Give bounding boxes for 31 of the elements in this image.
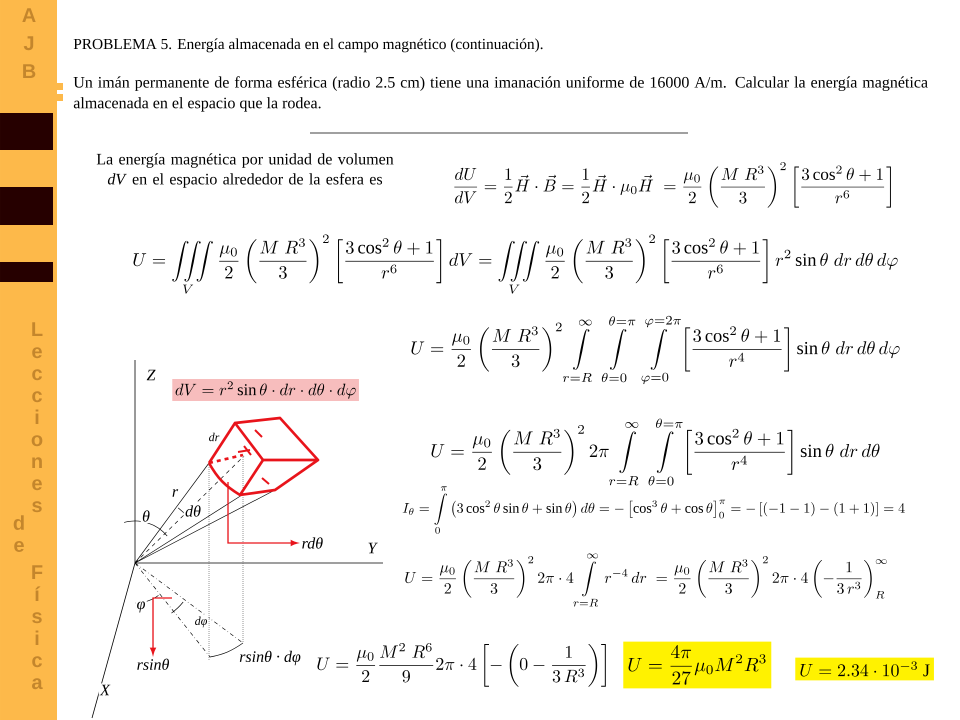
axis-label: dr [207, 431, 221, 443]
axis-label: X [98, 683, 112, 697]
problem-statement: Un imán permanente de forma esférica (radio 2.5 cm) tiene una imanación uniforme de 16000 A/m. Calcular la energía magnética almacenada en el espacio que la rodea. [74, 76, 928, 112]
explanation-text: La energía magnética por unidad de volumen dV en el espacio alrededor de la esfera es [96, 153, 394, 188]
formula: $U=\iiint\limits_V\frac{\mu_0}{2}\left(\frac{M\;R^3}{3}\right)^2\left[\frac{3\cos^2\theta+1}{r^6}\right]dV=\iiint\limits_V\frac{\mu_0}{2}\left(\frac{M\;R^3}{3}\right)^2\left[\frac{3\cos^2\theta+1}{r^6}\right]r^2\sin\theta\;dr\,d\theta\,d\varphi$ [134, 234, 898, 294]
leader-arrow [150, 597, 172, 655]
result-formula: $U=2.34\cdot10^{-3}\ \mathrm{J}$ [795, 658, 934, 680]
formula: $\frac{dU}{dV}=\frac{1}{2}\vec{H}\cdot\vec{B}=\frac{1}{2}\vec{H}\cdot\mu_0\vec{H}\;=\frac{\mu_0}{2}\left(\frac{M\;R^3}{3}\right)^2\left[\frac{3\cos^2\theta+1}{r^6}\right]$ [454, 162, 891, 208]
formula: $U=\frac{\mu_0}{2}\left(\frac{M\;R^3}{3}\right)^2\int\limits_{r=R}^{\infty}\;\int\limits_{\theta=0}^{\theta=\pi}\;\int\limits_{\varphi=0}^{\varphi=2\pi}\left[\frac{3\cos^2\theta+1}{r^4}\right]\sin\theta\;dr\,d\theta\,d\varphi$ [412, 316, 900, 384]
formula: $U=\frac{\mu_0}{2}\left(\frac{M\;R^3}{3}\right)^2 2\pi\cdot4\int\limits_{r=R}^{\infty}r^{-4}\,dr\;=\frac{\mu_0}{2}\left(\frac{M\;R^3}{3}\right)^2 2\pi\cdot4\left(-\frac{1}{3\,r^3}\right)_R^\infty$ [405, 553, 887, 607]
axis-label: Y [366, 541, 378, 555]
leader-arrow [227, 482, 298, 546]
axis-label: dφ [193, 615, 209, 629]
formula: $U=\frac{\mu_0}{2}\frac{M^2\;R^6}{9}2\pi\cdot4\left[-\left(0-\frac{1}{3\,R^3}\right)\right]$ [317, 643, 606, 687]
sidebar-title: Física [32, 565, 43, 690]
axis-label: rsinθ · dφ [238, 649, 302, 667]
axis-label: θ [140, 508, 152, 523]
axis-label: r [170, 488, 180, 498]
axis-label: Z [145, 368, 157, 382]
title: PROBLEMA 5. Energía almacenada en el campo magnético (continuación). [74, 38, 543, 52]
formula: $I_\theta=\int\limits_0^\pi\left(3\cos^2\theta\sin\theta+\sin\theta\right)d\theta=-\left[\cos^3\theta+\cos\theta\right]_0^\pi=-\left[\left(-1-1\right)-\left(1+1\right)\right]=4$ [402, 486, 905, 534]
formula: $U=\frac{\mu_0}{2}\left(\frac{M\;R^3}{3}\right)^2 2\pi\int\limits_{r=R}^{\infty}\;\int\limits_{\theta=0}^{\theta=\pi}\left[\frac{3\cos^2\theta+1}{r^4}\right]\sin\theta\;dr\,d\theta$ [432, 418, 880, 486]
sidebar-title: Lecciones [32, 322, 42, 512]
sidebar-title: de [14, 515, 24, 552]
leader-label: rdθ [302, 537, 323, 549]
result-formula: $U=\frac{4\pi}{27}\mu_0M^2R^3$ [623, 642, 772, 688]
axis-label: dθ [184, 504, 202, 518]
highlighted-formula: $dV=r^2\sin\theta\cdot dr\cdot d\theta\cdot d\varphi$ [172, 378, 359, 402]
leader-label: rsinθ [137, 658, 169, 670]
axis-label: φ [135, 600, 147, 614]
sidebar-title: AJB [22, 8, 36, 78]
